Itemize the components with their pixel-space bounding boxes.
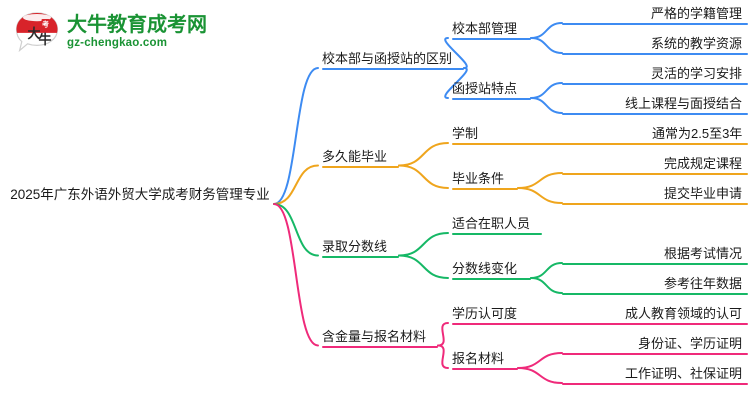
leaf-node[interactable]: 提交毕业申请 bbox=[664, 186, 742, 201]
leaf-node-underline bbox=[562, 23, 748, 25]
branch-node-2-label: 多久能毕业 bbox=[322, 148, 388, 164]
leaf-node[interactable]: 根据考试情况 bbox=[664, 246, 742, 261]
logo-mark-icon: 大 牛 考 bbox=[14, 11, 60, 53]
root-node[interactable]: 2025年广东外语外贸大学成考财务管理专业 bbox=[10, 187, 270, 202]
leaf-node-underline bbox=[562, 293, 748, 295]
subnode-3[interactable]: 分数线变化 bbox=[452, 261, 517, 276]
subnode-2[interactable]: 毕业条件 bbox=[452, 171, 504, 186]
leaf-node[interactable]: 灵活的学习安排 bbox=[651, 66, 742, 81]
leaf-node[interactable]: 参考往年数据 bbox=[664, 276, 742, 291]
leaf-node-label: 身份证、学历证明 bbox=[638, 336, 743, 351]
subnode-underline bbox=[452, 143, 748, 145]
branch-node-1[interactable]: 校本部与函授站的区别 bbox=[322, 51, 452, 66]
subnode-2[interactable]: 学制 bbox=[452, 126, 478, 141]
leaf-node-label: 工作证明、社保证明 bbox=[625, 366, 743, 381]
subnode-1-underline bbox=[452, 38, 531, 40]
branch-node-3-underline bbox=[322, 255, 399, 258]
leaf-node-label: 参考往年数据 bbox=[664, 276, 743, 291]
leaf-node-label: 根据考试情况 bbox=[664, 246, 743, 261]
subnode-4-underline bbox=[452, 368, 518, 370]
svg-text:考: 考 bbox=[42, 19, 49, 28]
leaf-node-underline bbox=[562, 83, 748, 85]
leaf-node-underline bbox=[562, 353, 748, 355]
subnode-4-label: 学历认可度 bbox=[452, 306, 518, 321]
site-logo: 大 牛 考 大牛教育成考网 gz-chengkao.com bbox=[14, 8, 209, 56]
leaf-node-underline bbox=[562, 53, 748, 55]
logo-text: 大牛教育成考网 gz-chengkao.com bbox=[67, 14, 207, 50]
leaf-node-label: 通常为2.5至3年 bbox=[652, 126, 743, 141]
leaf-node-label: 严格的学籍管理 bbox=[651, 6, 743, 21]
subnode-2-label: 毕业条件 bbox=[452, 171, 505, 186]
leaf-node[interactable]: 系统的教学资源 bbox=[651, 36, 742, 51]
subnode-3-underline bbox=[452, 278, 531, 280]
svg-text:大: 大 bbox=[27, 26, 40, 41]
branch-node-1-underline bbox=[322, 68, 464, 70]
leaf-node-underline bbox=[562, 173, 748, 175]
leaf-node[interactable]: 严格的学籍管理 bbox=[651, 6, 742, 21]
root-node-label: 2025年广东外语外贸大学成考财务管理专业 bbox=[10, 187, 270, 202]
subnode-3-underline bbox=[452, 233, 542, 235]
leaf-node-label: 系统的教学资源 bbox=[651, 36, 743, 51]
leaf-node-underline bbox=[562, 383, 748, 385]
branch-node-2[interactable]: 多久能毕业 bbox=[322, 149, 387, 164]
branch-node-2-underline bbox=[322, 165, 399, 168]
leaf-node-label: 成人教育领域的认可 bbox=[625, 306, 743, 321]
logo-title: 大牛教育成考网 bbox=[67, 14, 207, 36]
logo-subtitle: gz-chengkao.com bbox=[67, 37, 168, 49]
leaf-node-label: 完成规定课程 bbox=[664, 156, 743, 171]
leaf-node-label: 线上课程与面授结合 bbox=[625, 96, 743, 111]
subnode-4[interactable]: 报名材料 bbox=[452, 351, 504, 366]
subnode-3[interactable]: 适合在职人员 bbox=[452, 216, 530, 231]
subnode-1-underline bbox=[452, 98, 531, 100]
svg-text:牛: 牛 bbox=[38, 32, 51, 47]
leaf-node-underline bbox=[562, 263, 748, 265]
branch-node-4-underline bbox=[322, 345, 438, 348]
subnode-4[interactable]: 学历认可度 bbox=[452, 306, 517, 321]
branch-node-3-label: 录取分数线 bbox=[322, 238, 388, 254]
leaf-node-underline bbox=[562, 203, 748, 205]
leaf-node[interactable]: 身份证、学历证明 bbox=[638, 336, 742, 351]
leaf-node[interactable]: 工作证明、社保证明 bbox=[625, 366, 742, 381]
subnode-3-label: 适合在职人员 bbox=[452, 216, 531, 231]
leaf-node-label: 提交毕业申请 bbox=[664, 186, 743, 201]
subnode-2-label: 学制 bbox=[452, 126, 479, 141]
branch-node-1-label: 校本部与函授站的区别 bbox=[322, 51, 453, 66]
subnode-1-label: 函授站特点 bbox=[452, 81, 518, 96]
leaf-node[interactable]: 通常为2.5至3年 bbox=[652, 126, 742, 141]
subnode-1-label: 校本部管理 bbox=[452, 21, 518, 36]
branch-node-4-label: 含金量与报名材料 bbox=[322, 328, 427, 344]
leaf-node[interactable]: 成人教育领域的认可 bbox=[625, 306, 742, 321]
subnode-underline bbox=[452, 323, 748, 325]
leaf-node-underline bbox=[562, 113, 748, 115]
subnode-1[interactable]: 函授站特点 bbox=[452, 81, 517, 96]
leaf-node[interactable]: 线上课程与面授结合 bbox=[625, 96, 742, 111]
subnode-3-label: 分数线变化 bbox=[452, 261, 518, 276]
subnode-2-underline bbox=[452, 188, 518, 190]
leaf-node[interactable]: 完成规定课程 bbox=[664, 156, 742, 171]
branch-node-4[interactable]: 含金量与报名材料 bbox=[322, 329, 426, 344]
subnode-1[interactable]: 校本部管理 bbox=[452, 21, 517, 36]
subnode-4-label: 报名材料 bbox=[452, 351, 505, 366]
leaf-node-label: 灵活的学习安排 bbox=[651, 66, 743, 81]
branch-node-3[interactable]: 录取分数线 bbox=[322, 239, 387, 254]
